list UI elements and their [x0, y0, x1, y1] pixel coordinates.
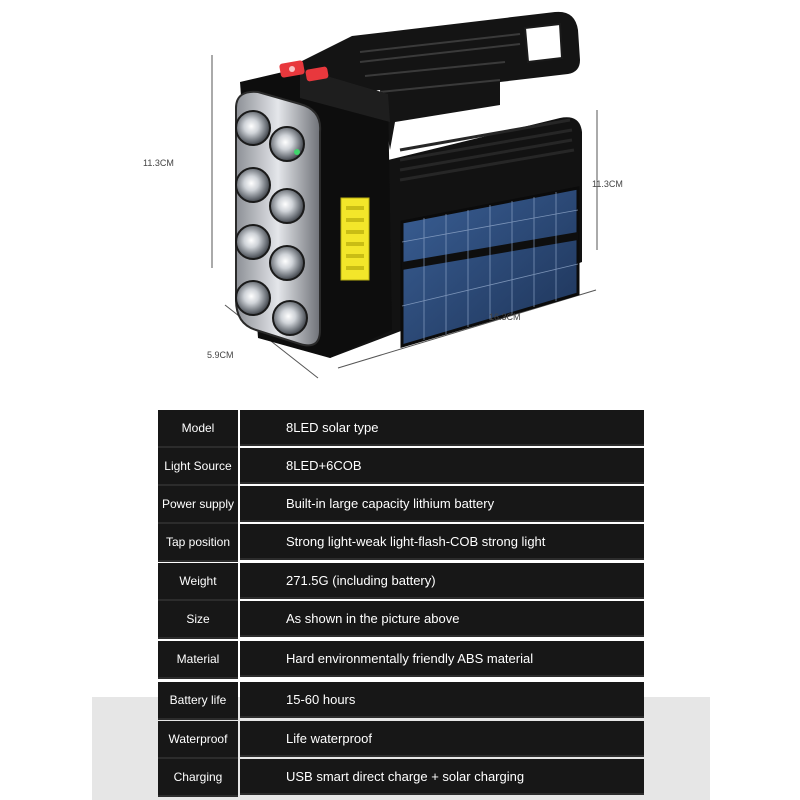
spec-row-charging: Charging USB smart direct charge + solar… [158, 759, 644, 797]
spec-label: Battery life [158, 682, 238, 720]
spec-row-model: Model 8LED solar type [158, 410, 644, 448]
spec-value: 271.5G (including battery) [240, 563, 644, 599]
spec-row-light-source: Light Source 8LED+6COB [158, 448, 644, 486]
spec-row-material: Material Hard environmentally friendly A… [158, 641, 644, 679]
spec-label: Waterproof [158, 721, 238, 759]
spec-row-tap-position: Tap position Strong light-weak light-fla… [158, 524, 644, 562]
flashlight-illustration [211, 11, 598, 379]
spec-table: Model 8LED solar type Light Source 8LED+… [158, 410, 644, 800]
spec-row-power-supply: Power supply Built-in large capacity lit… [158, 486, 644, 524]
spec-value: Strong light-weak light-flash-COB strong… [240, 524, 644, 560]
spec-value: 15-60 hours [240, 682, 644, 718]
led-cluster [235, 90, 322, 347]
height-label-left: 11.3CM [143, 158, 174, 168]
spec-label: Tap position [158, 524, 238, 562]
handle [300, 11, 580, 151]
spec-row-waterproof: Waterproof Life waterproof [158, 721, 644, 759]
spec-label: Light Source [158, 448, 238, 486]
spec-row-size: Size As shown in the picture above [158, 601, 644, 639]
cob-light [340, 197, 370, 281]
spec-label: Material [158, 641, 238, 679]
led-lamps [235, 110, 308, 336]
length-dimension-line [337, 289, 597, 369]
spec-row-weight: Weight 271.5G (including battery) [158, 563, 644, 601]
spec-value: Built-in large capacity lithium battery [240, 486, 644, 522]
solar-panel [400, 186, 580, 349]
power-switch [279, 60, 329, 82]
spec-value: As shown in the picture above [240, 601, 644, 637]
spec-label: Weight [158, 563, 238, 601]
indicator-light [294, 149, 300, 155]
spec-label: Power supply [158, 486, 238, 524]
spec-label: Size [158, 601, 238, 639]
length-label: 16.3CM [489, 312, 521, 322]
width-label: 5.9CM [207, 350, 234, 360]
spec-label: Model [158, 410, 238, 448]
product-figure: 11.3CM 11.3CM 16.3CM 5.9CM [143, 11, 623, 379]
spec-row-battery-life: Battery life 15-60 hours [158, 682, 644, 720]
spec-value: 8LED solar type [240, 410, 644, 446]
spec-value: Hard environmentally friendly ABS materi… [240, 641, 644, 677]
spec-value: 8LED+6COB [240, 448, 644, 484]
height-label-right: 11.3CM [592, 179, 623, 189]
spec-value: Life waterproof [240, 721, 644, 757]
spec-label: Charging [158, 759, 238, 797]
spec-value: USB smart direct charge + solar charging [240, 759, 644, 795]
